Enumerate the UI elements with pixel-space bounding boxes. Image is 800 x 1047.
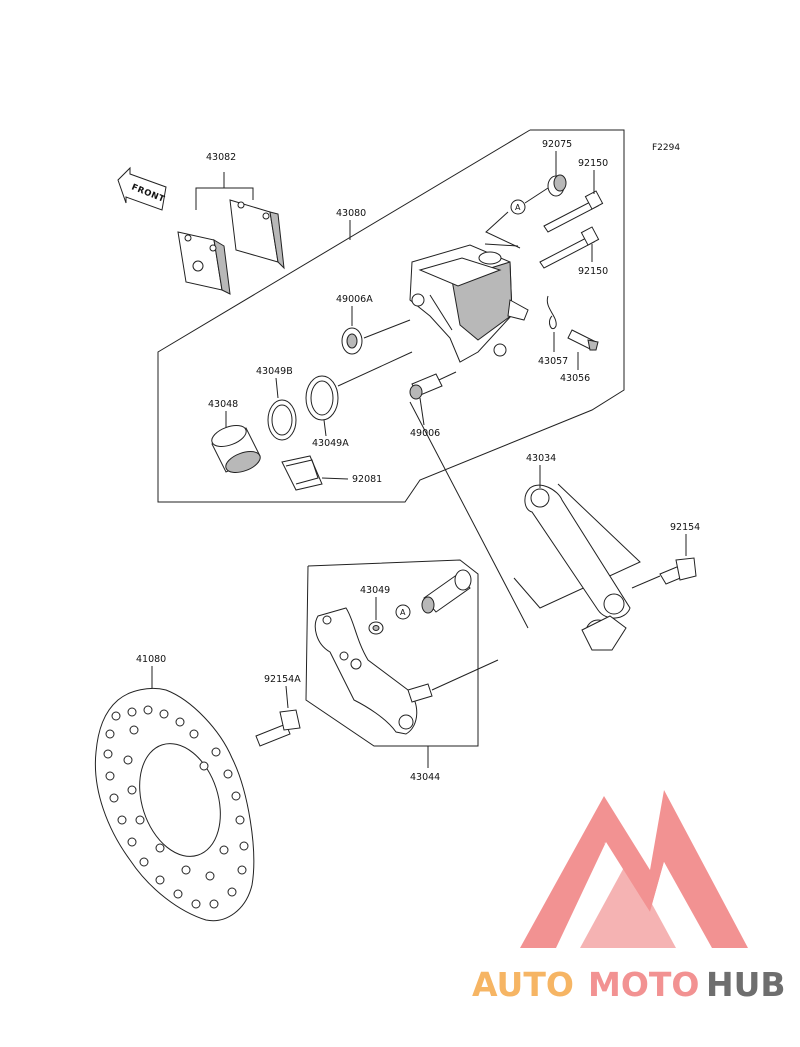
bolt-92154 xyxy=(631,557,697,589)
piston-43048 xyxy=(211,425,261,473)
reference-a-top: A xyxy=(485,187,549,249)
front-arrow-icon: FRONT xyxy=(117,166,167,211)
bleeder-43056 xyxy=(567,329,599,351)
caliper-assembly-outline xyxy=(157,129,625,503)
bracket-assembly-outline xyxy=(305,559,479,747)
brake-pads xyxy=(177,172,285,295)
seal-49006A xyxy=(341,319,411,355)
label-92150-lower: 92150 xyxy=(578,266,608,277)
label-43049A: 43049A xyxy=(312,438,349,449)
guide-49006 xyxy=(409,371,457,400)
logo-text-hub: HUB xyxy=(706,965,786,1004)
reference-a-bottom-letter: A xyxy=(400,608,406,617)
label-49006A: 49006A xyxy=(336,294,373,305)
label-43049: 43049 xyxy=(360,585,390,596)
label-49006: 49006 xyxy=(410,428,440,439)
washer-43049 xyxy=(368,621,384,635)
reference-a-top-letter: A xyxy=(515,203,521,212)
label-43082: 43082 xyxy=(206,152,236,163)
label-92150-upper: 92150 xyxy=(578,158,608,169)
brake-disc-41080 xyxy=(94,687,255,922)
label-43057: 43057 xyxy=(538,356,568,367)
label-43080: 43080 xyxy=(336,208,366,219)
sleeve xyxy=(421,569,472,614)
leader-caliper-bracket xyxy=(409,401,529,629)
label-43056: 43056 xyxy=(560,373,590,384)
label-92075: 92075 xyxy=(542,139,572,150)
automotohub-logo: AUTO MOTO HUB xyxy=(472,790,786,1004)
label-92081: 92081 xyxy=(352,474,382,485)
label-43044: 43044 xyxy=(410,772,440,783)
pin-92150-lower xyxy=(539,226,600,269)
clip-43057 xyxy=(546,295,557,330)
disc-holes xyxy=(103,705,249,909)
pin-92150-upper xyxy=(543,190,604,233)
label-43034: 43034 xyxy=(526,453,556,464)
spring-92081 xyxy=(281,455,323,491)
logo-text-moto: MOTO xyxy=(588,965,699,1004)
ring-43049A xyxy=(305,351,413,421)
figure-code: F2294 xyxy=(652,143,680,153)
label-92154A: 92154A xyxy=(264,674,301,685)
torque-link-43034 xyxy=(513,483,641,651)
cap-92075 xyxy=(547,174,567,197)
label-43049B: 43049B xyxy=(256,366,293,377)
bolt-92154A xyxy=(255,709,301,747)
part-labels: 43082 43080 92075 92150 92150 49006A 430… xyxy=(136,139,700,783)
caliper-body xyxy=(409,243,529,363)
ring-43049B xyxy=(267,399,297,441)
label-41080: 41080 xyxy=(136,654,166,665)
logo-text-auto: AUTO xyxy=(472,965,574,1004)
caliper-bracket xyxy=(314,607,499,735)
reference-a-bottom: A xyxy=(395,604,411,620)
label-43048: 43048 xyxy=(208,399,238,410)
label-92154: 92154 xyxy=(670,522,700,533)
